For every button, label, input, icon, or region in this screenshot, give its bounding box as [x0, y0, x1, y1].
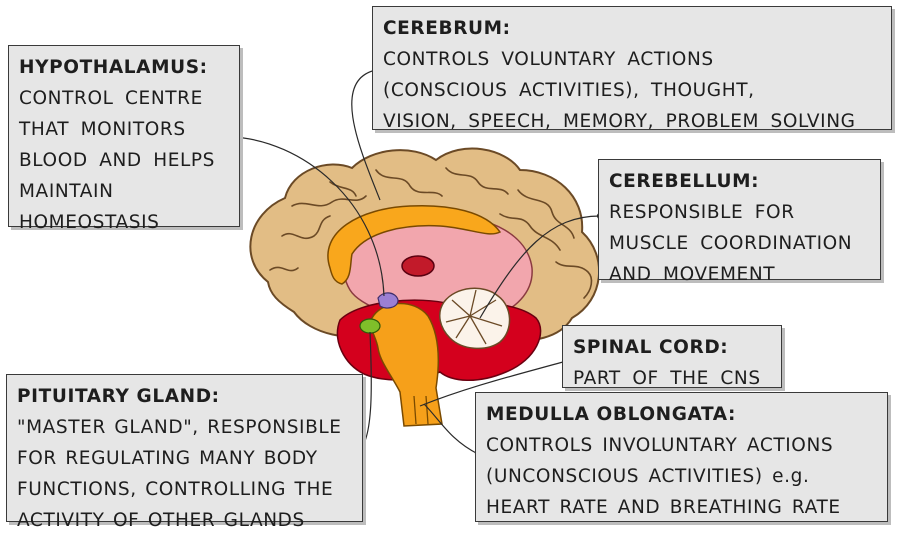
hypothalamus-line: BLOOD AND HELPS [19, 150, 216, 171]
cerebrum-label-box: CEREBRUM: CONTROLS VOLUNTARY ACTIONS (CO… [372, 6, 892, 132]
medulla-line: (UNCONSCIOUS ACTIVITIES) e.g. [486, 466, 810, 487]
hypothalamus-line: THAT MONITORS [19, 119, 186, 140]
medulla-line: CONTROLS INVOLUNTARY ACTIONS [486, 435, 834, 456]
connector-spinal [419, 359, 571, 407]
pituitary-line: FUNCTIONS, CONTROLLING THE [17, 479, 334, 500]
cerebellum-region [438, 287, 511, 350]
connector-cerebellum [479, 215, 601, 319]
brainstem [370, 302, 443, 427]
cerebellum-label-box: CEREBELLUM: RESPONSIBLE FOR MUSCLE COORD… [598, 159, 881, 285]
hypothalamus-title: HYPOTHALAMUS: [19, 57, 208, 78]
medulla-line: HEART RATE AND BREATHING RATE [486, 497, 841, 518]
cerebellum-title: CEREBELLUM: [609, 171, 760, 192]
cerebellum-line: RESPONSIBLE FOR [609, 202, 795, 223]
cerebellum-line: MUSCLE COORDINATION [609, 233, 853, 254]
red-region [336, 299, 542, 381]
medulla-title: MEDULLA OBLONGATA: [486, 404, 737, 425]
pituitary-title: PITUITARY GLAND: [17, 386, 220, 407]
pituitary-label-box: PITUITARY GLAND: "MASTER GLAND", RESPONS… [6, 374, 363, 531]
spinal-cord-label-box: SPINAL CORD: PART OF THE CNS [562, 325, 782, 389]
corpus-callosum [327, 204, 502, 285]
hypothalamus-line: CONTROL CENTRE [19, 88, 203, 109]
cerebellum-branches [445, 289, 503, 345]
hypothalamus-line: MAINTAIN [19, 181, 114, 202]
medulla-label-box: MEDULLA OBLONGATA: CONTROLS INVOLUNTARY … [475, 392, 888, 522]
pituitary-line: "MASTER GLAND", RESPONSIBLE [17, 417, 342, 438]
cerebrum-title: CEREBRUM: [383, 18, 511, 39]
connector-hypothalamus [231, 136, 385, 297]
hypothalamus-line: HOMEOSTASIS [19, 212, 160, 233]
spinal-cord-lines [413, 395, 429, 425]
pituitary-line: FOR REGULATING MANY BODY [17, 448, 318, 469]
cerebellum-line: AND MOVEMENT [609, 264, 776, 285]
hypothalamus-region [377, 292, 399, 309]
pituitary-line: ACTIVITY OF OTHER GLANDS [17, 510, 305, 531]
thalamus [401, 255, 435, 277]
hypothalamus-label-box: HYPOTHALAMUS: CONTROL CENTRE THAT MONITO… [8, 45, 240, 233]
spinal-cord-line: PART OF THE CNS [573, 368, 761, 389]
connector-medulla [423, 403, 479, 455]
spinal-cord-title: SPINAL CORD: [573, 337, 729, 358]
cerebrum-line: (CONSCIOUS ACTIVITIES), THOUGHT, [383, 80, 755, 101]
cerebrum-line: CONTROLS VOLUNTARY ACTIONS [383, 49, 714, 70]
pituitary-region [359, 318, 381, 334]
connector-cerebrum [351, 69, 381, 201]
cerebrum-line: VISION, SPEECH, MEMORY, PROBLEM SOLVING [383, 111, 856, 132]
